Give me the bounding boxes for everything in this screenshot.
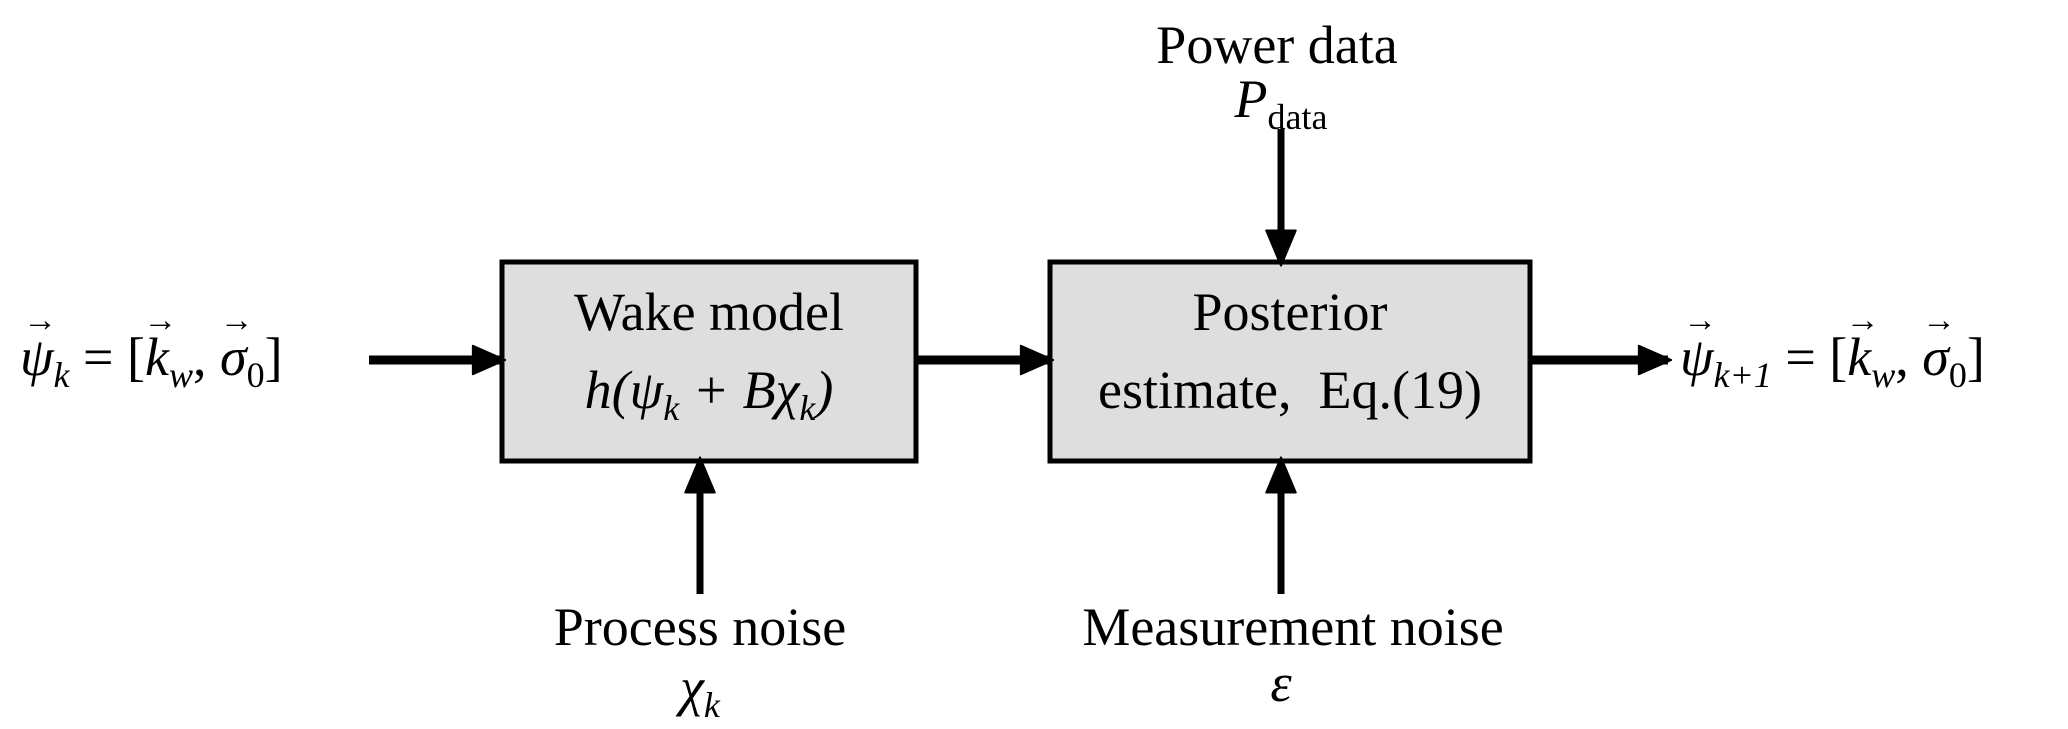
input-state-label: ψk = [kw, σ0] — [20, 330, 283, 393]
measurement-noise-label: Measurement noise — [1082, 597, 1504, 657]
process-noise-symbol: χk — [680, 657, 720, 725]
posterior-title: Posterior — [1192, 282, 1388, 342]
sigma-vector-symbol: σ — [220, 330, 247, 384]
process-noise-label: Process noise — [553, 597, 847, 657]
power-data-label: Power data — [1156, 15, 1398, 75]
power-data-symbol: Pdata — [1234, 69, 1328, 137]
posterior-estimate-label: Posterior estimate, Eq.(19) — [1050, 285, 1530, 417]
psi-vector-symbol: ψ — [1680, 330, 1714, 384]
k-vector-symbol: k — [145, 330, 169, 384]
k-vector-symbol: k — [1847, 330, 1871, 384]
sigma-vector-symbol: σ — [1922, 330, 1949, 384]
psi-vector-symbol: ψ — [20, 330, 54, 384]
wake-model-label: Wake model h(ψk + Bχk) — [502, 285, 916, 426]
wake-model-title: Wake model — [573, 282, 845, 342]
posterior-estimate-block — [1047, 259, 1533, 464]
measurement-noise-symbol: ε — [1270, 653, 1292, 713]
output-state-label: ψk+1 = [kw, σ0] — [1680, 330, 1985, 393]
posterior-equation-ref: estimate, Eq.(19) — [1098, 360, 1482, 420]
wake-model-equation: h(ψk + Bχk) — [584, 360, 834, 428]
wake-model-block — [499, 259, 919, 464]
